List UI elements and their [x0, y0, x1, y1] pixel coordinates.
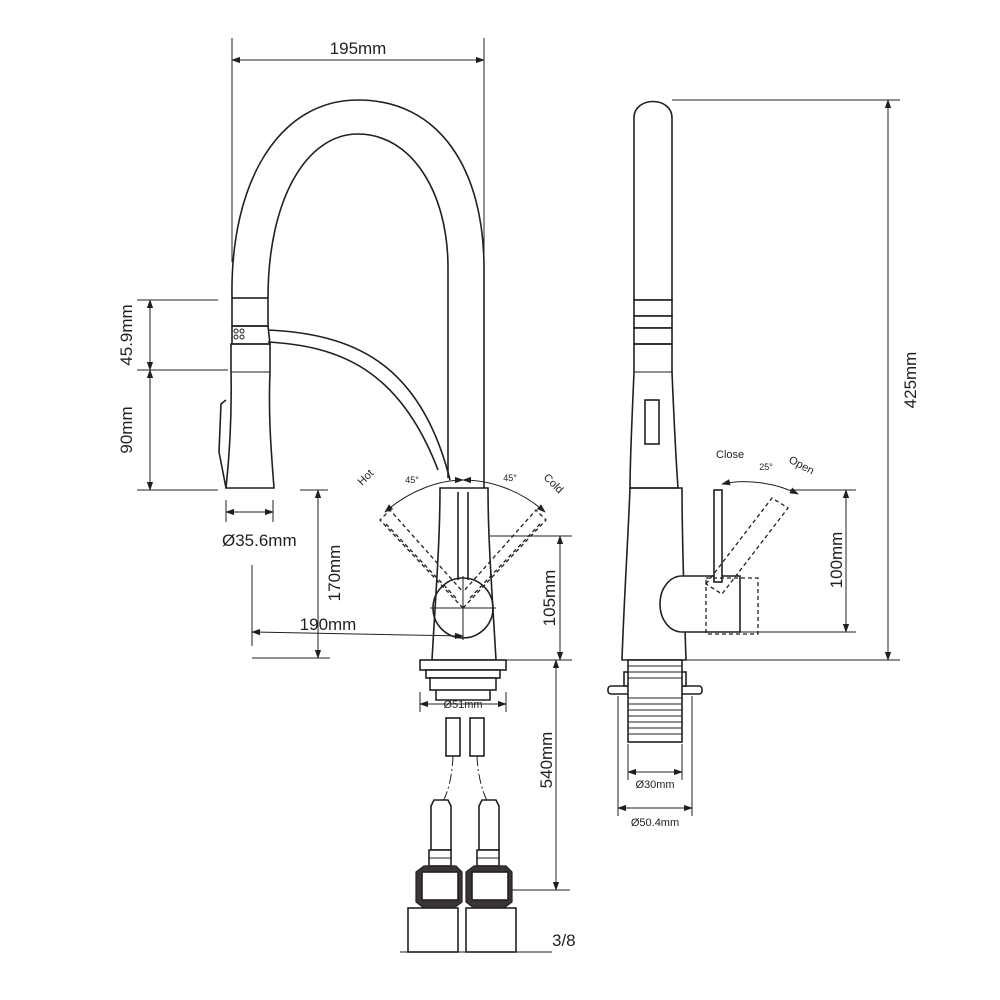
cold-hose-end — [465, 799, 517, 953]
hot-label: Hot — [356, 468, 377, 489]
lever-105-label: 105mm — [540, 570, 559, 627]
side-lever-hub — [659, 575, 741, 633]
spray-nozzle — [218, 399, 227, 489]
side-lever — [713, 489, 723, 583]
reach-190-label: 190mm — [300, 615, 357, 634]
open-label: Open — [787, 454, 816, 477]
flange-diameter-label: Ø50.4mm — [631, 817, 679, 829]
spray-head-collar — [231, 297, 269, 327]
cold-arc — [462, 476, 546, 513]
side-dimensions: 425mm 100mm Ø30mm Ø50.4mm Close Open 25° — [617, 99, 920, 829]
side-lever-100-label: 100mm — [827, 532, 846, 589]
spray-head-45-9-label: 45.9mm — [117, 304, 136, 365]
height-425-label: 425mm — [901, 352, 920, 409]
hot-lever-rotated — [379, 509, 464, 609]
lever-angle-label: 25° — [759, 462, 773, 472]
faucet-body — [431, 487, 497, 661]
width-195-label: 195mm — [330, 39, 387, 58]
spray-head-body — [225, 343, 275, 489]
base-diameter-label: Ø51mm — [443, 699, 482, 711]
spout-170-label: 170mm — [325, 545, 344, 602]
hot-angle-label: 45° — [405, 475, 419, 485]
spout-inner — [267, 133, 449, 478]
side-lever-hub-open — [705, 577, 759, 635]
hot-arc — [384, 476, 464, 513]
hose-540-label: 540mm — [537, 732, 556, 789]
side-lever-arc — [721, 479, 799, 495]
deck-ring — [425, 669, 501, 679]
cold-label: Cold — [541, 472, 565, 496]
side-view — [607, 100, 799, 743]
spray-head-texture — [233, 328, 245, 340]
hot-inlet — [445, 717, 461, 757]
cold-inlet — [469, 717, 485, 757]
spray-head-band — [231, 325, 271, 345]
front-dimensions: 195mm 45.9mm 90mm Ø35.6mm 170mm 190mm 10… — [117, 38, 576, 950]
side-button — [644, 399, 660, 445]
head-diameter-label: Ø35.6mm — [222, 531, 297, 550]
pull-hose-upper — [267, 329, 451, 481]
side-lever-open — [705, 497, 789, 595]
pull-hose-lower — [267, 341, 439, 471]
deck-nut — [429, 677, 497, 691]
front-view — [218, 99, 552, 953]
spout-outer — [231, 99, 485, 488]
deck-plate — [419, 659, 507, 671]
hot-hose-line — [440, 755, 454, 806]
cold-hose-line — [476, 755, 490, 806]
body-90-label: 90mm — [117, 406, 136, 453]
close-label: Close — [716, 449, 744, 461]
thread-label: 3/8 — [552, 931, 576, 950]
cold-lever-rotated — [462, 509, 547, 609]
side-threaded-shank — [627, 659, 683, 743]
side-body — [621, 487, 687, 661]
side-spout — [633, 100, 673, 301]
hot-hose-end — [407, 799, 463, 953]
shank-diameter-label: Ø30mm — [635, 779, 674, 791]
cold-angle-label: 45° — [503, 473, 517, 483]
